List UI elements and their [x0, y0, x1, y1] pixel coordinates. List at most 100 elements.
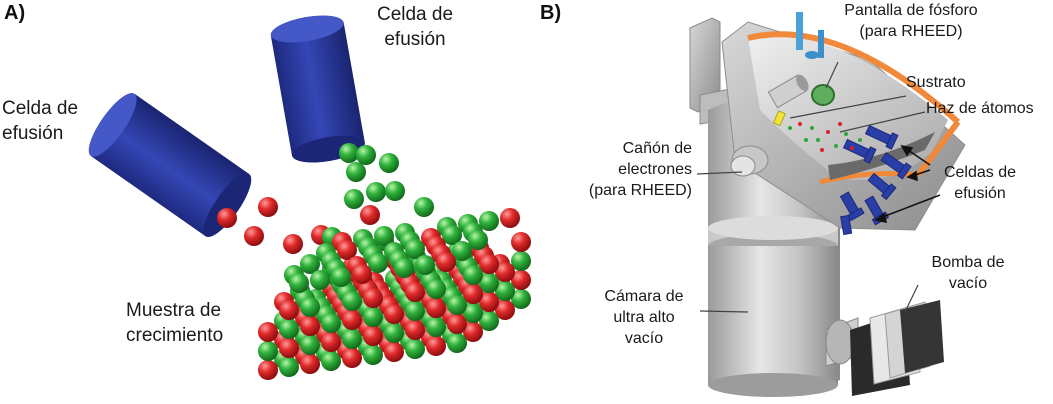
label-line: Cámara de	[604, 288, 684, 305]
label-effusion-cells: Celdas de efusión	[932, 162, 1028, 204]
label-line: vacío	[624, 330, 664, 347]
green-atom	[342, 291, 362, 311]
red-atom	[495, 300, 515, 320]
atom-beam	[788, 122, 862, 152]
green-atom	[300, 297, 320, 317]
label-uhv-chamber: Cámara de ultra alto vacío	[592, 286, 696, 349]
green-atom	[321, 313, 341, 333]
green-atom	[339, 143, 359, 163]
green-atom	[289, 273, 309, 293]
label-line: Bomba de	[931, 254, 1005, 271]
green-atom	[385, 181, 405, 201]
label-growth-sample: Muestra de crecimiento	[126, 298, 266, 348]
green-atom	[279, 357, 299, 377]
green-atom	[258, 341, 278, 361]
green-atom	[368, 253, 388, 273]
label-line: Cañón de	[622, 140, 692, 157]
green-atom	[415, 255, 435, 275]
panel-a-tag: A)	[4, 2, 26, 24]
red-atom	[495, 262, 515, 282]
green-atom	[363, 345, 383, 365]
red-atom	[337, 240, 357, 260]
red-atom	[479, 254, 499, 274]
green-atom	[452, 241, 472, 261]
green-atom	[321, 351, 341, 371]
label-line: crecimiento	[126, 325, 224, 346]
label-effusion-cell-left: Celda de efusión	[2, 96, 120, 146]
green-atom	[479, 211, 499, 231]
label-line: electrones	[618, 161, 692, 178]
green-atom	[426, 279, 446, 299]
label-line: vacío	[948, 275, 988, 292]
red-atom	[342, 348, 362, 368]
green-atom	[479, 273, 499, 293]
red-atom	[363, 326, 383, 346]
red-atom	[479, 292, 499, 312]
green-atom	[447, 333, 467, 353]
cell-arrows	[874, 144, 941, 224]
label-line: efusión	[2, 123, 64, 144]
red-atom	[426, 336, 446, 356]
red-atom	[217, 208, 237, 228]
red-atom	[405, 282, 425, 302]
red-atom	[321, 332, 341, 352]
label-effusion-cell-top: Celda de efusión	[356, 2, 474, 52]
green-atom	[468, 230, 488, 250]
label-line: Celda de	[376, 4, 454, 25]
green-atom	[356, 145, 376, 165]
green-atom	[394, 258, 414, 278]
green-atom	[384, 323, 404, 343]
red-atom	[283, 234, 303, 254]
red-atom	[426, 298, 446, 318]
green-atom	[300, 335, 320, 355]
vacuum-pump	[825, 300, 944, 396]
green-atom	[346, 162, 366, 182]
green-atom	[405, 301, 425, 321]
red-atom	[279, 300, 299, 320]
red-atom	[511, 232, 531, 252]
red-atom	[384, 304, 404, 324]
green-atom	[363, 307, 383, 327]
green-atom	[447, 295, 467, 315]
red-atom	[258, 360, 278, 380]
label-line: Celdas de	[943, 164, 1017, 181]
label-line: efusión	[954, 185, 1006, 202]
label-substrate: Sustrato	[906, 74, 966, 91]
label-electron-gun: Cañón de electrones (para RHEED)	[560, 138, 692, 201]
red-atom	[352, 264, 372, 284]
red-atom	[447, 314, 467, 334]
label-line: ultra alto	[613, 309, 675, 326]
red-atom	[300, 316, 320, 336]
effusion-cell-left	[88, 92, 252, 238]
green-atom	[300, 254, 320, 274]
red-atom	[244, 226, 264, 246]
green-atom	[414, 197, 434, 217]
green-atom	[279, 319, 299, 339]
green-atom	[463, 303, 483, 323]
label-line: (para RHEED)	[859, 23, 963, 40]
red-atom	[500, 208, 520, 228]
red-atom	[405, 320, 425, 340]
leader-lines	[696, 61, 926, 313]
green-atom	[331, 267, 351, 287]
red-atom	[279, 338, 299, 358]
green-atom	[479, 311, 499, 331]
green-atom	[342, 329, 362, 349]
green-atom	[495, 281, 515, 301]
red-atom	[258, 322, 278, 342]
label-line: Celda de	[2, 98, 79, 119]
label-line: efusión	[384, 29, 446, 50]
red-atom	[300, 354, 320, 374]
green-atom	[366, 182, 386, 202]
label-line: Muestra de	[126, 300, 222, 321]
red-atom	[463, 284, 483, 304]
red-atom	[511, 270, 531, 290]
green-atom	[463, 265, 483, 285]
green-atom	[405, 239, 425, 259]
red-atom	[436, 252, 456, 272]
green-atom	[511, 289, 531, 309]
mbe-chamber	[689, 12, 966, 397]
green-atom	[374, 226, 394, 246]
label-vacuum-pump: Bomba de vacío	[916, 252, 1020, 294]
